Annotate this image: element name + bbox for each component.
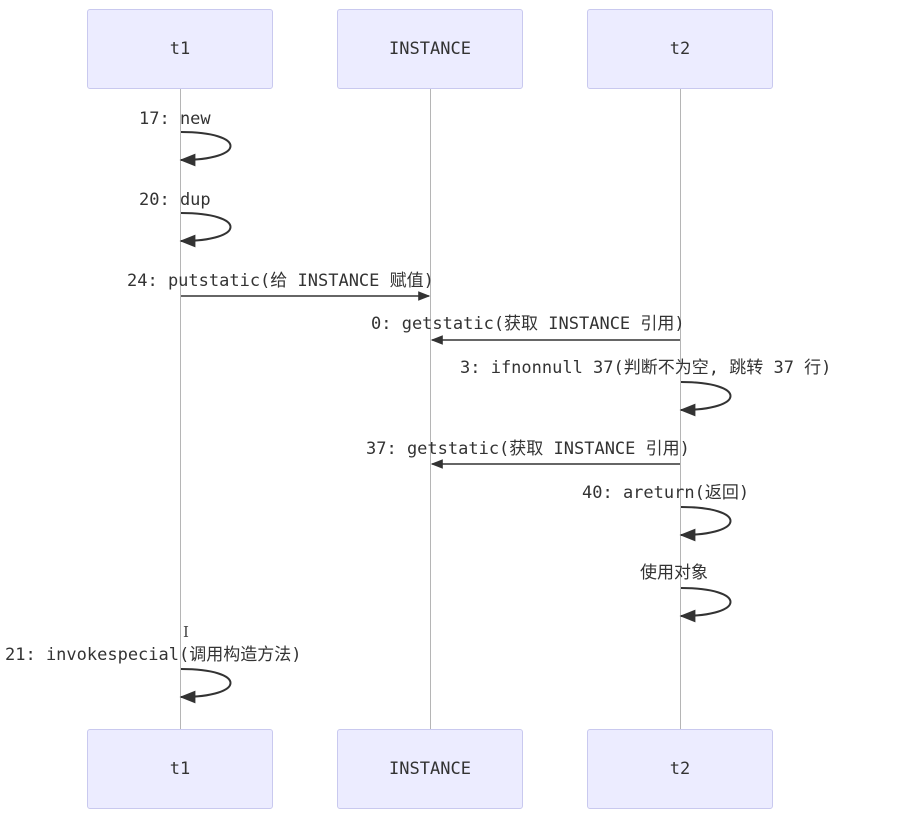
self-loop-arrow-invokespecial	[179, 668, 232, 704]
actor-instance-bottom: INSTANCE	[337, 729, 523, 809]
actor-t1-top: t1	[87, 9, 273, 89]
actor-instance-bottom-label: INSTANCE	[389, 759, 471, 779]
message-label-new: 17: new	[139, 109, 211, 129]
actor-instance-top: INSTANCE	[337, 9, 523, 89]
self-loop-arrow-dup	[179, 212, 232, 248]
actor-t2-top: t2	[587, 9, 773, 89]
message-label-use-object: 使用对象	[640, 563, 708, 583]
actor-t2-top-label: t2	[669, 39, 691, 59]
actor-t2-bottom-label: t2	[669, 759, 691, 779]
lifeline-t1	[180, 88, 181, 731]
actor-t1-bottom: t1	[87, 729, 273, 809]
message-label-dup: 20: dup	[139, 190, 211, 210]
message-label-invokespecial: 21: invokespecial(调用构造方法)	[5, 645, 302, 665]
actor-t1-bottom-label: t1	[169, 759, 191, 779]
message-label-putstatic: 24: putstatic(给 INSTANCE 赋值)	[127, 271, 434, 291]
actor-instance-top-label: INSTANCE	[389, 39, 471, 59]
message-label-getstatic-0: 0: getstatic(获取 INSTANCE 引用)	[371, 314, 685, 334]
actor-t2-bottom: t2	[587, 729, 773, 809]
text-cursor-icon: I	[183, 623, 189, 641]
self-loop-arrow-use-object	[679, 587, 732, 623]
message-label-getstatic-37: 37: getstatic(获取 INSTANCE 引用)	[366, 439, 690, 459]
self-loop-arrow-new	[179, 131, 232, 167]
message-label-ifnonnull: 3: ifnonnull 37(判断不为空, 跳转 37 行)	[460, 358, 832, 378]
message-label-areturn: 40: areturn(返回)	[582, 483, 750, 503]
lifeline-instance	[430, 88, 431, 731]
self-loop-arrow-areturn	[679, 506, 732, 542]
actor-t1-top-label: t1	[169, 39, 191, 59]
self-loop-arrow-ifnonnull	[679, 381, 732, 417]
